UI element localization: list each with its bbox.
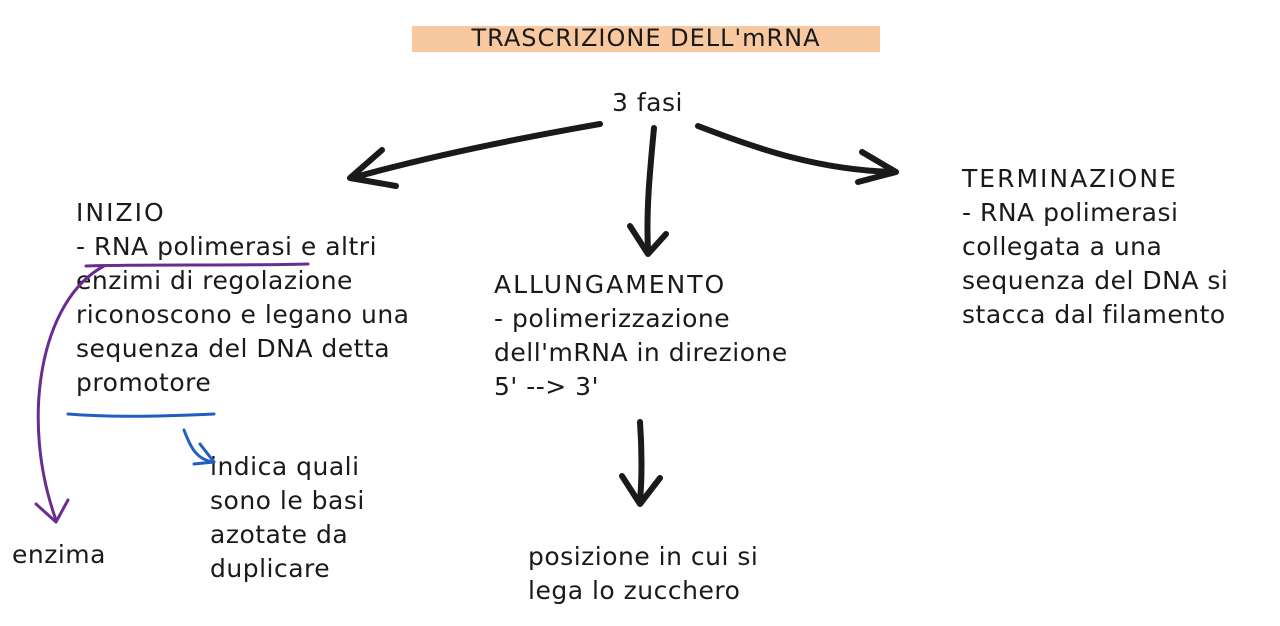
terminazione-line: collegata a una xyxy=(962,232,1163,261)
terminazione-line: sequenza del DNA si xyxy=(962,266,1229,295)
title-box: TRASCRIZIONE DELL'mRNA xyxy=(412,22,880,52)
arrow-to-allungamento-note xyxy=(637,419,645,503)
terminazione-line: stacca dal filamento xyxy=(962,300,1226,329)
arrowhead-allungamento-note xyxy=(619,473,663,507)
allungamento-note: posizione in cui si lega lo zucchero xyxy=(528,540,758,608)
promotore-note-line: indica quali xyxy=(210,452,360,481)
underline-promotore xyxy=(66,412,216,418)
terminazione-line: - RNA polimerasi xyxy=(962,198,1179,227)
arrow-to-allungamento xyxy=(644,125,657,253)
allungamento-line: - polimerizzazione xyxy=(494,304,731,333)
inizio-line: enzimi di regolazione xyxy=(76,266,353,295)
root-node: 3 fasi xyxy=(612,88,683,117)
enzima-note: enzima xyxy=(12,540,106,569)
inizio-line: sequenza del DNA detta xyxy=(76,334,391,363)
inizio-line: riconoscono e legano una xyxy=(76,300,410,329)
allungamento-line: dell'mRNA in direzione xyxy=(494,338,788,367)
promotore-note-line: sono le basi xyxy=(210,486,365,515)
promotore-note-line: duplicare xyxy=(210,554,331,583)
arrowhead-enzima xyxy=(34,498,70,524)
inizio-line: - RNA polimerasi e altri xyxy=(76,232,378,261)
allungamento-line: 5' --> 3' xyxy=(494,372,599,401)
allungamento-note-line: posizione in cui si xyxy=(528,542,759,571)
arrowhead-promotore-note xyxy=(192,442,216,466)
promotore-note-line: azotate da xyxy=(210,520,349,549)
arrow-to-inizio xyxy=(349,121,603,181)
terminazione-block: TERMINAZIONE - RNA polimerasi collegata … xyxy=(962,162,1228,332)
arrow-to-enzima xyxy=(36,264,106,522)
allungamento-heading: ALLUNGAMENTO xyxy=(494,270,727,299)
arrowhead-terminazione xyxy=(855,149,899,185)
arrowhead-allungamento xyxy=(627,223,669,257)
inizio-heading: INIZIO xyxy=(76,198,166,227)
underline-rna-polimerasi xyxy=(84,262,310,268)
allungamento-note-line: lega lo zucchero xyxy=(528,576,741,605)
promotore-note: indica quali sono le basi azotate da dup… xyxy=(210,450,365,586)
arrow-to-terminazione xyxy=(695,123,897,175)
allungamento-block: ALLUNGAMENTO - polimerizzazione dell'mRN… xyxy=(494,268,788,404)
inizio-line-promotore: promotore xyxy=(76,368,212,397)
arrowhead-inizio xyxy=(347,147,399,189)
title-highlight xyxy=(412,26,880,52)
terminazione-heading: TERMINAZIONE xyxy=(962,164,1178,193)
diagram-title: TRASCRIZIONE DELL'mRNA xyxy=(471,24,821,52)
inizio-block: INIZIO - RNA polimerasi e altri enzimi d… xyxy=(76,196,410,400)
